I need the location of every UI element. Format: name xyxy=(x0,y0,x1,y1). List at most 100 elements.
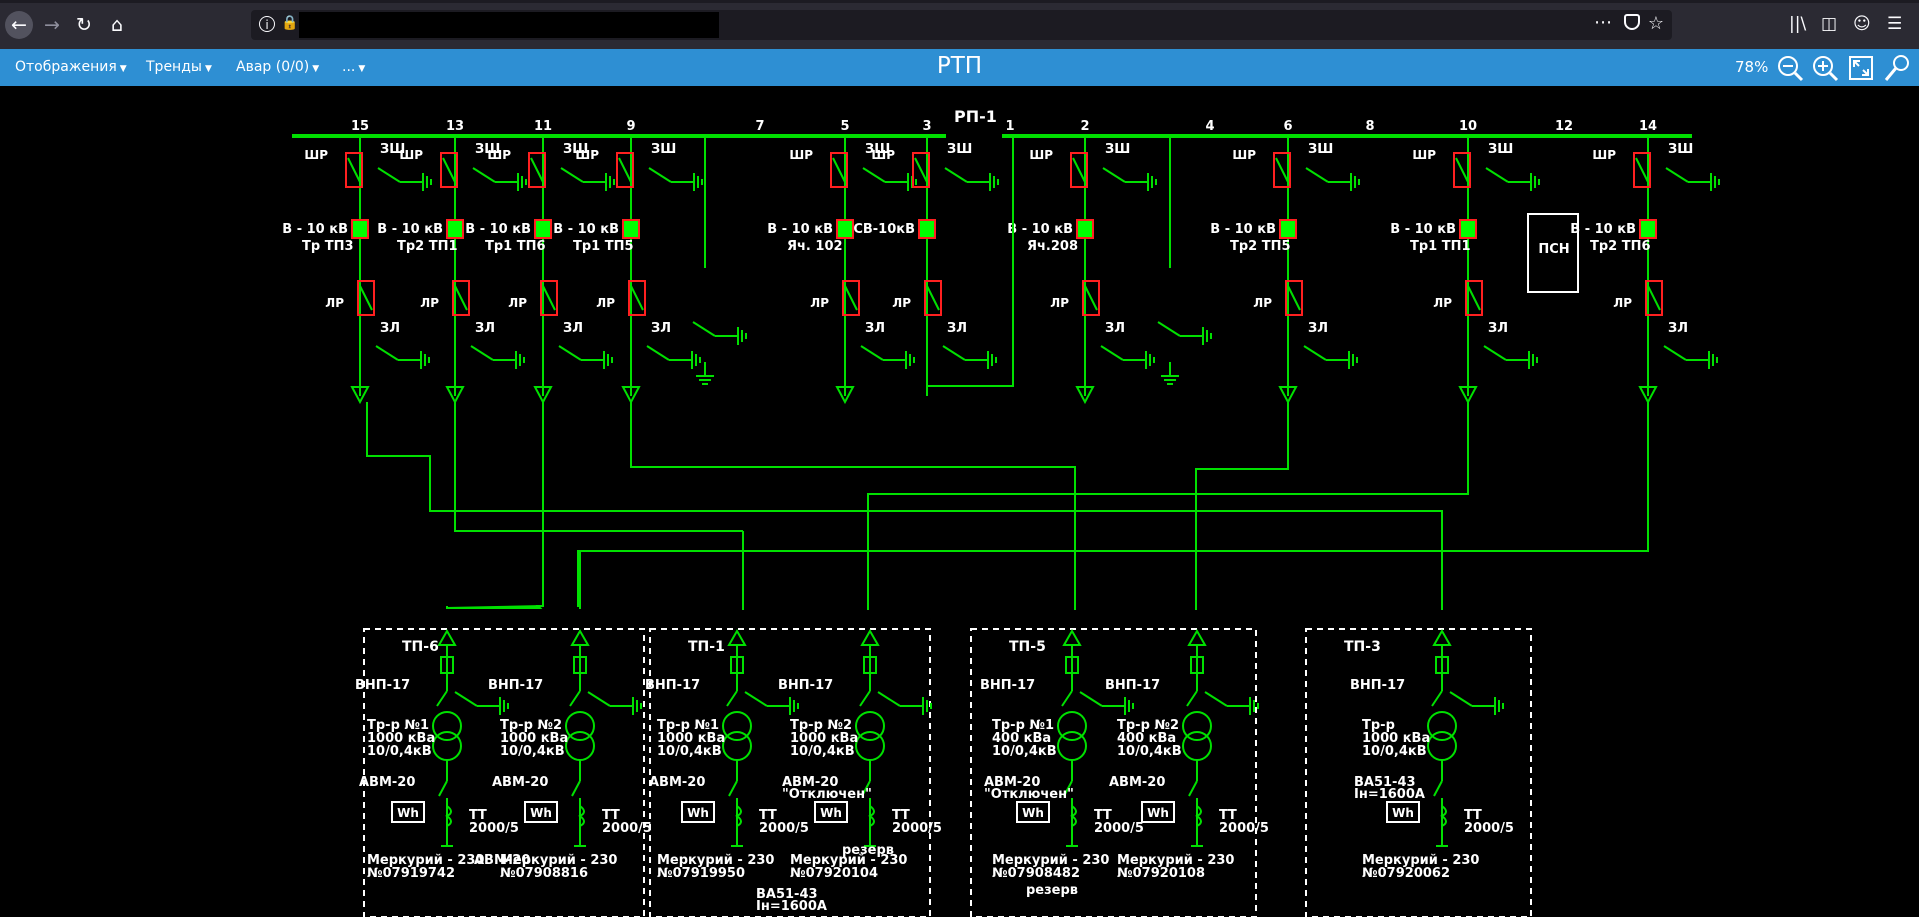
url-bar[interactable]: i 🔒 ⋯ ☆ xyxy=(251,10,1672,40)
info-icon[interactable]: i xyxy=(259,16,275,32)
account-icon[interactable]: ☺ xyxy=(1853,14,1871,34)
cell4-ground xyxy=(1161,362,1179,385)
lr-label: ЛР xyxy=(810,296,829,310)
lr-label: ЛР xyxy=(892,296,911,310)
home-icon[interactable]: ⌂ xyxy=(110,14,124,36)
bus-disconnector-icon xyxy=(1633,152,1651,188)
reload-icon[interactable]: ↻ xyxy=(76,14,92,36)
cable-tp3 xyxy=(366,402,475,512)
caret-down-icon: ▼ xyxy=(312,64,320,74)
menu-trends[interactable]: Тренды▼ xyxy=(146,59,212,75)
line-earth-switch-icon xyxy=(558,345,613,369)
tt-label: ТТ xyxy=(1219,808,1237,823)
bus-disconnector-icon xyxy=(1070,152,1088,188)
switch-blade xyxy=(454,691,478,707)
url-text[interactable] xyxy=(299,12,719,38)
cable-tp5-b xyxy=(1195,402,1289,610)
transformer-label: 10/0,4кВ xyxy=(790,744,855,759)
disconnector-blade xyxy=(832,157,846,183)
breaker-blade xyxy=(861,780,871,797)
bus-earth-switch-icon xyxy=(1485,167,1540,191)
fuse-icon xyxy=(730,656,744,674)
breaker-icon xyxy=(1279,219,1297,239)
back-icon[interactable]: ← xyxy=(5,11,33,39)
sidebar-icon[interactable]: ◫ xyxy=(1821,14,1838,34)
breaker-label: В - 10 кВ xyxy=(465,222,531,237)
wh-meter-box xyxy=(814,801,848,823)
substation-name: ТП-1 xyxy=(688,639,725,655)
extra-label: ВА51-43 xyxy=(756,887,818,902)
cell-number: 5 xyxy=(840,119,849,134)
disconnector-blade xyxy=(542,285,556,311)
browser-toolbar: ← → ↻ ⌂ i 🔒 ⋯ ☆ ||\ ◫ ☺ ☰ xyxy=(0,0,1919,49)
cable-end-icon xyxy=(835,386,855,405)
bus-disconnector-icon xyxy=(440,152,458,188)
disconnector-blade xyxy=(347,157,361,183)
vnp-label: ВНП-17 xyxy=(1350,678,1405,693)
vnp-blade xyxy=(1061,690,1073,707)
switch-blade xyxy=(1102,167,1126,183)
disconnector-blade xyxy=(844,285,858,311)
switch-blade xyxy=(646,345,670,361)
zl-label: ЗЛ xyxy=(475,321,495,336)
disconnector-frame xyxy=(842,280,860,316)
cell7-ground xyxy=(696,362,714,385)
wh-label: Wh xyxy=(530,806,552,820)
line-disconnector-icon xyxy=(1645,280,1663,316)
more-icon[interactable]: ⋯ xyxy=(1594,12,1612,33)
meter-label: №07908482 xyxy=(992,866,1080,881)
breaker-blade xyxy=(1433,780,1443,797)
feeder-label: Тр2 ТП6 xyxy=(1590,239,1651,254)
cable-entry-icon xyxy=(1062,628,1082,646)
zsh-label: ЗШ xyxy=(475,142,500,157)
transformer-label: 1000 кВа xyxy=(1362,731,1430,746)
extra-label: резерв xyxy=(1026,883,1078,898)
breaker-icon xyxy=(1459,219,1477,239)
breaker-label: СВ-10кВ xyxy=(853,222,915,237)
menu-displays[interactable]: Отображения▼ xyxy=(15,59,127,75)
zl-label: ЗЛ xyxy=(1308,321,1328,336)
cable-tp6-a xyxy=(446,402,544,609)
lock-icon[interactable]: 🔒 xyxy=(281,15,299,31)
star-icon[interactable]: ☆ xyxy=(1647,13,1664,34)
transformer-label: 1000 кВа xyxy=(500,731,568,746)
zsh-label: ЗШ xyxy=(1488,142,1513,157)
library-icon[interactable]: ||\ xyxy=(1789,14,1807,34)
search-tool-icon[interactable] xyxy=(1882,53,1912,83)
breaker-label: В - 10 кВ xyxy=(1390,222,1456,237)
vnp-earth-switch xyxy=(744,691,799,715)
line-disconnector-icon xyxy=(540,280,558,316)
zoom-out-icon[interactable] xyxy=(1775,53,1805,83)
switch-blade xyxy=(1100,345,1124,361)
transformer-label: Тр-р xyxy=(1362,718,1395,733)
transformer-label: 1000 кВа xyxy=(790,731,858,746)
breaker-icon xyxy=(351,219,369,239)
disconnector-blade xyxy=(1084,285,1098,311)
bus-label: РП-1 xyxy=(954,107,997,126)
fit-screen-icon[interactable] xyxy=(1846,53,1876,83)
line-earth-switch-icon xyxy=(470,345,525,369)
breaker-blade xyxy=(1188,780,1198,797)
shr-label: ШР xyxy=(789,148,813,162)
pocket-icon[interactable] xyxy=(1624,14,1640,30)
zoom-level: 78% xyxy=(1735,58,1769,76)
breaker-label: В - 10 кВ xyxy=(377,222,443,237)
hamburger-menu-icon[interactable]: ☰ xyxy=(1887,14,1903,34)
cell-number: 6 xyxy=(1283,119,1292,134)
forward-icon[interactable]: → xyxy=(44,14,60,36)
switch-blade xyxy=(648,167,672,183)
menu-more[interactable]: ...▼ xyxy=(342,59,365,75)
menu-alarms[interactable]: Авар (0/0)▼ xyxy=(236,59,319,75)
disconnector-blade xyxy=(618,157,632,183)
zl-label: ЗЛ xyxy=(947,321,967,336)
zoom-in-icon[interactable] xyxy=(1810,53,1840,83)
cable-end-icon xyxy=(445,386,465,405)
substation-frame xyxy=(649,628,931,917)
tt-label: ТТ xyxy=(1094,808,1112,823)
breaker-icon xyxy=(1639,219,1657,239)
